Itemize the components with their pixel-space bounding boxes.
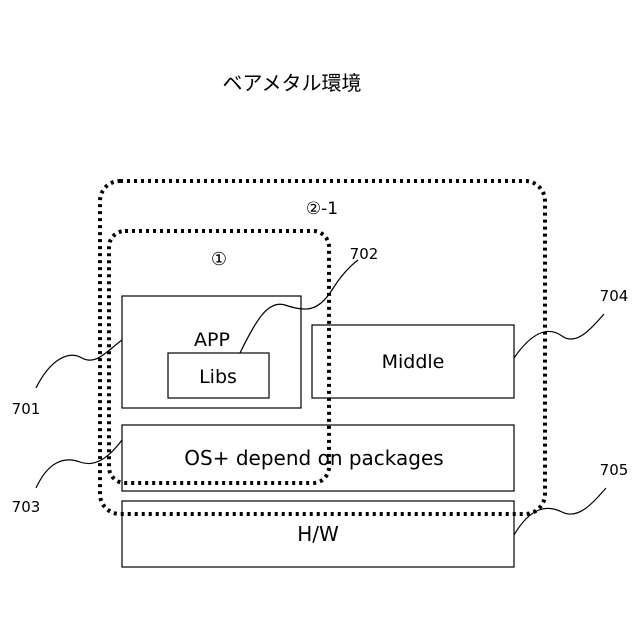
inner-group-label: ① [211, 249, 227, 270]
leader-line-705 [514, 488, 606, 535]
leader-line-704 [514, 314, 604, 358]
ref-705: 705 [600, 461, 629, 479]
app-label: APP [194, 329, 230, 351]
ref-702: 702 [350, 245, 379, 263]
libs-label: Libs [199, 366, 237, 388]
hw-label: H/W [297, 522, 339, 546]
ref-703: 703 [12, 498, 41, 516]
middle-label: Middle [382, 351, 445, 373]
diagram-title: ベアメタル環境 [223, 71, 362, 95]
os-label: OS+ depend on packages [184, 446, 443, 470]
ref-701: 701 [12, 400, 41, 418]
outer-group-label: ②-1 [306, 199, 338, 219]
ref-704: 704 [600, 287, 629, 305]
leader-line-702 [240, 260, 358, 353]
